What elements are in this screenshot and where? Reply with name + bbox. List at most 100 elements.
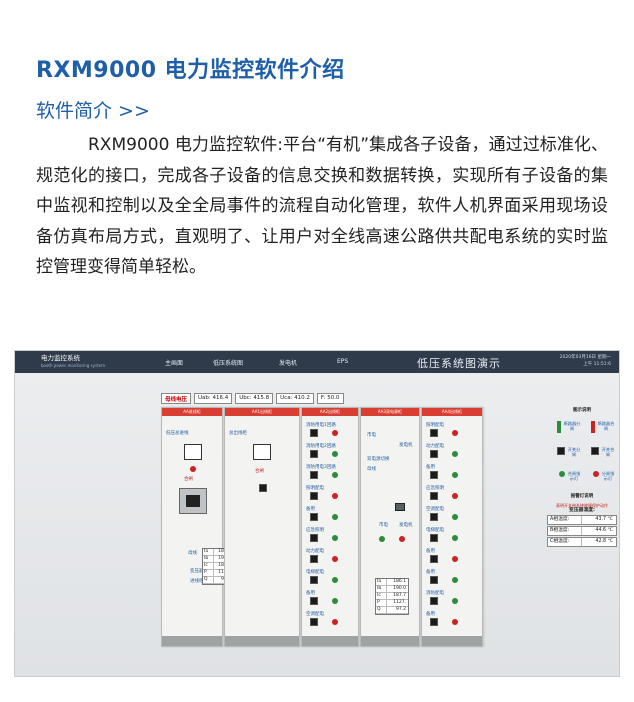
legend-item: 断路器合闸 xyxy=(597,421,615,431)
switch-closed-icon xyxy=(591,447,599,455)
cabinet-outgoing-1: AA1出线柜 总出线柜 合闸 xyxy=(224,407,300,647)
cabinet-outgoing-3: AA4出线柜 照明配电动力配电备用应急照明空调配电电梯配电备用备用消防配电备用 xyxy=(421,407,483,647)
feeder-lamp xyxy=(332,472,338,478)
feeder-label: 备用 xyxy=(426,465,435,470)
feeder-label: 消防用电3回路 xyxy=(306,465,336,470)
feeder-label: 备用 xyxy=(306,591,315,596)
feeder-switch[interactable] xyxy=(310,492,318,500)
feeder-switch[interactable] xyxy=(430,555,438,563)
feeder-label: 备用 xyxy=(426,612,435,617)
feeder-lamp xyxy=(332,451,338,457)
feeder-label: 空调配电 xyxy=(306,612,324,617)
cabinet-2-module[interactable] xyxy=(259,484,267,492)
feeder-switch[interactable] xyxy=(310,534,318,542)
feeder-lamp xyxy=(452,619,458,625)
feeder-lamp xyxy=(452,430,458,436)
breaker-closed-icon xyxy=(591,421,595,433)
feeder-label: 动力配电 xyxy=(426,444,444,449)
temp-row-c: C相温度:42.8 ℃ xyxy=(547,537,617,547)
feeder-switch[interactable] xyxy=(310,513,318,521)
legend-item: 断路器分闸 xyxy=(563,421,581,431)
feeder-lamp xyxy=(332,493,338,499)
legend-item: 分闸指示灯 xyxy=(601,471,615,481)
incoming-breaker[interactable] xyxy=(179,488,207,514)
app-title: 电力监控系统 xyxy=(41,354,80,362)
legend-item: 开关合闸 xyxy=(601,447,615,457)
cabinet-caption: AA进线柜 xyxy=(162,408,222,416)
feeder-lamp xyxy=(452,556,458,562)
feeder-switch[interactable] xyxy=(310,555,318,563)
feeder-lamp xyxy=(452,514,458,520)
voltage-ubc: Ubc: 415.8 xyxy=(235,393,274,404)
feeder-switch[interactable] xyxy=(430,513,438,521)
feeder-switch[interactable] xyxy=(430,492,438,500)
nav-generator[interactable]: 发电机 xyxy=(279,360,298,367)
feeder-switch[interactable] xyxy=(430,597,438,605)
cabinet-caption: AA3双电源柜 xyxy=(361,408,419,416)
nav-low-voltage[interactable]: 低压系统图 xyxy=(213,360,244,367)
feeder-lamp xyxy=(452,577,458,583)
feeder-label: 消防用电2回路 xyxy=(306,444,336,449)
cabinet-caption: AA4出线柜 xyxy=(422,408,482,416)
temp-row-a: A相温度:43.7 ℃ xyxy=(547,515,617,525)
bus-voltage-label: 母线电压 xyxy=(161,393,192,404)
feeder-switch[interactable] xyxy=(430,450,438,458)
feeder-lamp xyxy=(452,535,458,541)
feeder-switch[interactable] xyxy=(310,597,318,605)
incoming-indicator xyxy=(184,444,202,460)
feeder-label: 照明配电 xyxy=(426,423,444,428)
ats-label-4: 母线 xyxy=(367,467,376,472)
feeder-label: 备用 xyxy=(426,549,435,554)
feeder-label: 动力配电 xyxy=(306,549,324,554)
time-text: 上午 11:51:6 xyxy=(583,362,611,367)
ats-label-3: 双电源切换 xyxy=(367,457,390,462)
feeder-switch[interactable] xyxy=(430,534,438,542)
temps-title: 变压器温度: xyxy=(569,508,595,513)
feeder-switch[interactable] xyxy=(430,471,438,479)
feeder-label: 应急照明 xyxy=(306,528,324,533)
legend-item: 合闸指示灯 xyxy=(567,471,581,481)
lamp-open-icon xyxy=(593,471,599,477)
datetime: 2020年03月16日 星期一 上午 11:51:6 xyxy=(560,354,611,368)
cabinet-2-indicator xyxy=(253,444,271,460)
incoming-side-2: 变压器 xyxy=(190,569,204,574)
date-text: 2020年03月16日 星期一 xyxy=(559,355,611,360)
cabinet-2-label: 总出线柜 xyxy=(229,431,247,436)
feeder-switch[interactable] xyxy=(430,618,438,626)
feeder-lamp xyxy=(452,451,458,457)
feeder-switch[interactable] xyxy=(310,429,318,437)
feeder-label: 消防用电1回路 xyxy=(306,423,336,428)
cabinet-caption: AA2出线柜 xyxy=(302,408,358,416)
feeder-switch[interactable] xyxy=(430,429,438,437)
cabinet-outgoing-2: AA2出线柜 消防用电1回路消防用电2回路消防用电3回路照明配电备用应急照明动力… xyxy=(301,407,359,647)
nav-eps[interactable]: EPS xyxy=(337,358,349,365)
incoming-lamp xyxy=(190,466,196,472)
software-screenshot: 电力监控系统 booth power monitoring system 主画面… xyxy=(14,350,620,677)
transformer-temps: 变压器温度: A相温度:43.7 ℃ B相温度:44.6 ℃ C相温度:42.8… xyxy=(547,506,617,548)
ats-label-1: 市电 xyxy=(367,433,376,438)
feeder-lamp xyxy=(452,493,458,499)
feeder-label: 电梯配电 xyxy=(426,528,444,533)
article-title: RXM9000 电力监控软件介绍 xyxy=(36,58,345,83)
feeder-switch[interactable] xyxy=(310,618,318,626)
feeder-label: 备用 xyxy=(426,570,435,575)
section-subtitle: 软件简介 >> xyxy=(36,100,150,122)
feeder-switch[interactable] xyxy=(310,471,318,479)
feeder-label: 应急照明 xyxy=(426,486,444,491)
feeder-switch[interactable] xyxy=(310,450,318,458)
feeder-switch[interactable] xyxy=(430,576,438,584)
ats-label-2: 发电机 xyxy=(399,443,413,448)
feeder-switch[interactable] xyxy=(310,576,318,584)
generator-icon xyxy=(395,503,405,511)
feeder-lamp xyxy=(452,472,458,478)
ats-label-5: 市电 xyxy=(379,523,388,528)
voltage-uca: Uca: 410.2 xyxy=(276,393,314,404)
cabinet-2-switch-label: 合闸 xyxy=(255,469,264,474)
feeder-lamp xyxy=(332,577,338,583)
nav-main[interactable]: 主画面 xyxy=(165,360,184,367)
